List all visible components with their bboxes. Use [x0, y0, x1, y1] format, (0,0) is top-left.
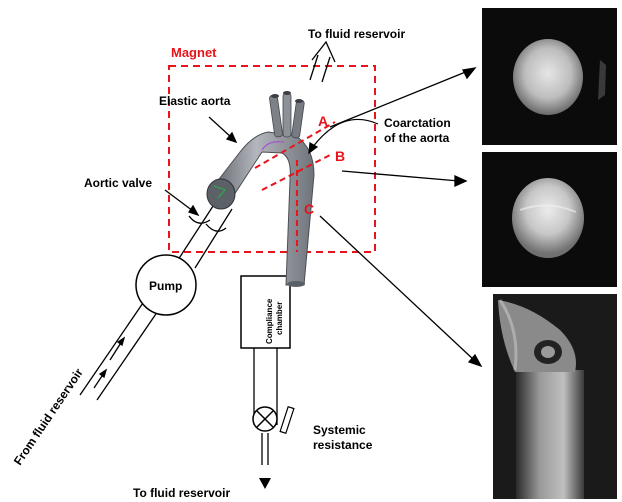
- section-arrows: [320, 68, 481, 366]
- compliance-chamber: Compliance chamber: [241, 276, 290, 348]
- resistance-valve: [253, 407, 294, 434]
- systemic-resistance-label-1: Systemic: [313, 423, 366, 437]
- elastic-aorta-label: Elastic aorta: [159, 94, 231, 108]
- to-fluid-reservoir-top-label: To fluid reservoir: [308, 27, 405, 41]
- section-c-label: C: [304, 201, 314, 217]
- section-a-label: A: [318, 113, 328, 129]
- aorta-model: [207, 91, 314, 287]
- outflow-arrow-top: [310, 42, 335, 82]
- outflow-arrow-bottom: [259, 478, 271, 489]
- mri-panel-c: [493, 294, 617, 499]
- coarctation-label-2: of the aorta: [384, 131, 450, 145]
- compliance-label-1: Compliance: [265, 298, 274, 344]
- inflow-arrows: [94, 338, 124, 388]
- section-b-label: B: [335, 148, 345, 164]
- mri-panel-a: [482, 8, 617, 145]
- from-fluid-reservoir-label: From fluid reservoir: [11, 366, 86, 468]
- to-fluid-reservoir-bottom-label: To fluid reservoir: [133, 486, 230, 500]
- mri-panel-b: [482, 152, 617, 287]
- elastic-aorta-pointer: [209, 117, 236, 142]
- pump-label: Pump: [149, 279, 182, 293]
- magnet-label: Magnet: [171, 45, 217, 60]
- systemic-resistance-label-2: resistance: [313, 438, 373, 452]
- coarctation-label-1: Coarctation: [384, 116, 451, 130]
- compliance-label-2: chamber: [275, 302, 284, 335]
- pump: Pump: [136, 255, 196, 315]
- aortic-valve-label: Aortic valve: [84, 176, 152, 190]
